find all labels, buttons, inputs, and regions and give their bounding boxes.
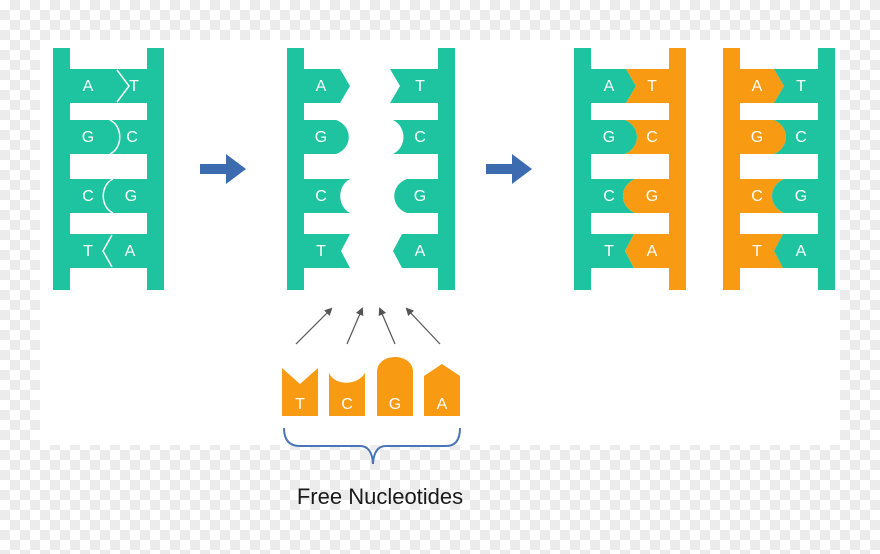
base-label: C [603,188,615,205]
pointer-arrow-icon [378,307,396,345]
stage3-right-double-strand: A T G C C G T A [723,48,835,290]
pointer-arrows [295,307,441,345]
base-label: A [415,243,426,260]
base-label: T [604,243,614,260]
base-label: G [603,129,615,146]
stage2-left-nucleotides: A G C T [304,69,350,268]
base-label: G [751,129,763,146]
stage1-left-backbone [53,48,70,290]
stage3-left-double-strand: A T G C C G T A [574,48,686,290]
stage2-right-backbone [438,48,455,290]
base-label: G [389,396,401,413]
free-nucleotide-a: A [424,364,460,416]
free-nucleotides: T C G A [282,357,460,416]
base-label: G [414,188,426,205]
curly-brace-icon [283,427,461,465]
base-label: G [82,129,94,146]
base-label: A [647,243,658,260]
right-arrow-icon [200,154,246,184]
free-nucleotides-caption: Free Nucleotides [297,484,463,509]
base-label: C [414,129,426,146]
pointer-arrow-icon [405,307,441,345]
base-label: A [316,78,327,95]
stage2-separated-strands: A G C T T C G A [287,48,455,290]
stage1-pair-1: A T [70,69,147,103]
original-backbone [818,48,835,290]
base-label: C [341,396,353,413]
base-label: G [646,188,658,205]
base-label: G [315,129,327,146]
base-label: C [795,129,807,146]
stage1-right-backbone [147,48,164,290]
base-label: T [316,243,326,260]
new-backbone [723,48,740,290]
base-label: A [796,243,807,260]
base-label: A [83,78,94,95]
base-label: T [752,243,762,260]
base-label: C [126,129,138,146]
base-label: T [129,78,139,95]
base-label: T [796,78,806,95]
pointer-arrow-icon [295,307,333,345]
stage1-pair-3: C G [70,178,147,214]
base-label: T [295,396,305,413]
base-label: T [415,78,425,95]
stage2-left-backbone [287,48,304,290]
base-label: C [82,188,94,205]
base-label: G [125,188,137,205]
base-label: G [795,188,807,205]
original-backbone [574,48,591,290]
right-arrow-icon [486,154,532,184]
stage1-pair-2: G C [70,119,147,155]
base-label: C [751,188,763,205]
base-label: C [315,188,327,205]
base-label: T [83,243,93,260]
free-nucleotide-c: C [329,373,365,416]
new-backbone [669,48,686,290]
free-nucleotide-t: T [282,368,318,416]
base-label: T [647,78,657,95]
base-label: A [437,396,448,413]
free-nucleotide-g: G [377,357,413,416]
base-label: A [752,78,763,95]
stage1-pair-4: T A [70,234,147,268]
base-label: A [125,243,136,260]
base-label: C [646,129,658,146]
stage2-right-nucleotides: T C G A [390,69,438,268]
base-label: A [604,78,615,95]
pointer-arrow-icon [346,307,364,345]
stage1-double-strand: A T G C C G T A [53,48,164,290]
